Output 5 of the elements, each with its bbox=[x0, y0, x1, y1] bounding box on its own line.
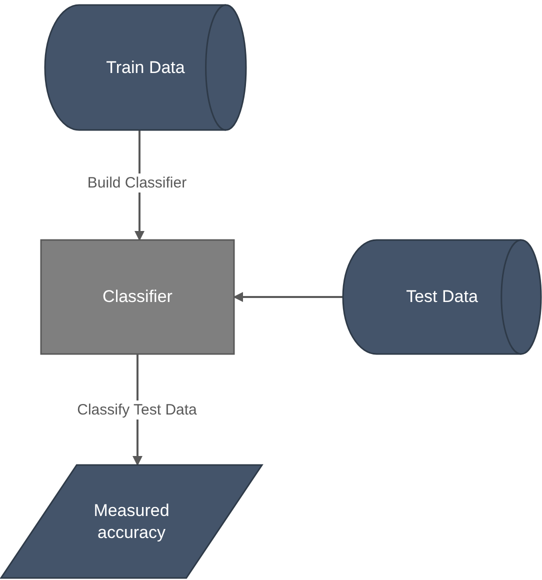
node-label: Measured accuracy bbox=[92, 500, 170, 544]
arrow bbox=[233, 292, 343, 302]
node-label: Classifier bbox=[102, 286, 172, 308]
node-label: Test Data bbox=[406, 286, 478, 308]
node-label: Train Data bbox=[106, 56, 185, 78]
